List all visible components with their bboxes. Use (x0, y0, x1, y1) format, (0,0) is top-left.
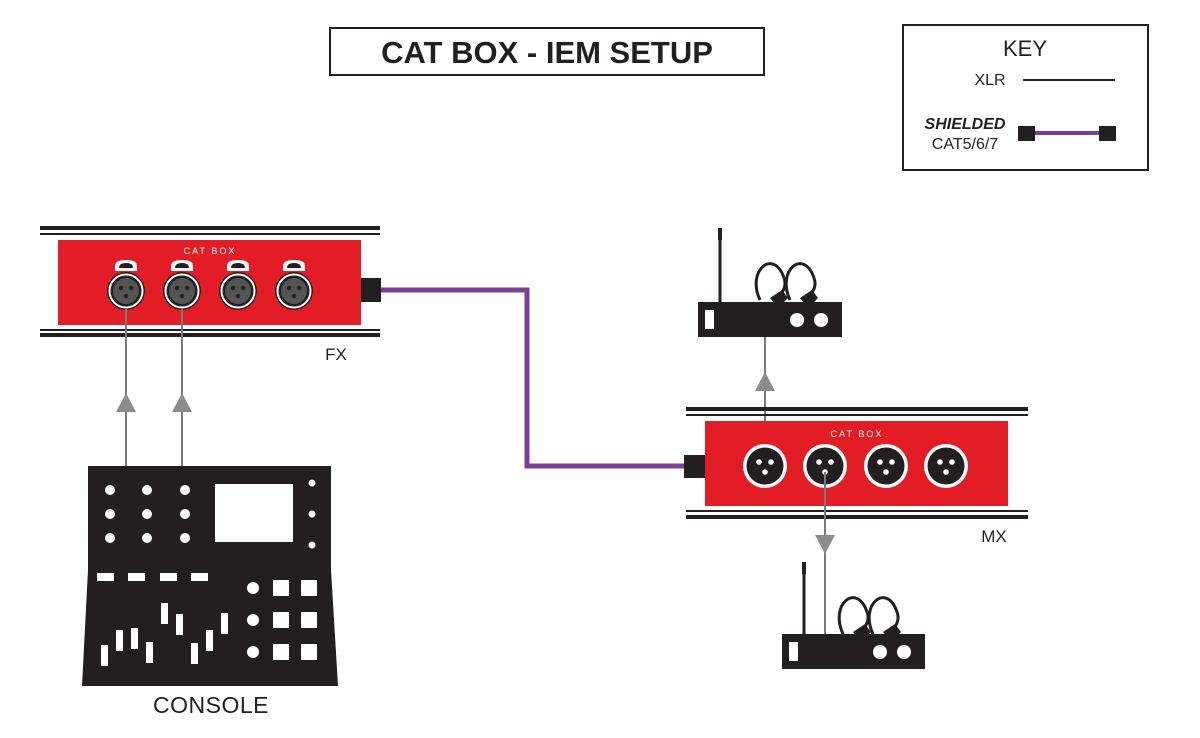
console-label: CONSOLE (153, 692, 269, 718)
fx-rail-top-2 (40, 233, 380, 235)
key-title: KEY (1003, 36, 1047, 61)
earphones-top (754, 262, 820, 310)
console-to-fx-xlr (116, 308, 192, 466)
fx-cat-port (361, 278, 381, 302)
console-knobs (105, 479, 316, 549)
transmitter-bottom-display (789, 642, 798, 661)
iem-transmitter-bottom (782, 562, 925, 669)
fx-rail-bottom-2 (40, 329, 380, 331)
console-faders (101, 603, 228, 666)
legend-key: KEY XLR SHIELDED CAT5/6/7 (902, 24, 1149, 171)
mx-cat-box: CAT BOX MX (684, 407, 1028, 546)
transmitter-bottom-knob-1 (873, 645, 887, 659)
mx-rail-top-2 (686, 414, 1028, 416)
mx-brand: CAT BOX (831, 429, 884, 439)
title-frame (329, 27, 765, 76)
cat-cable (380, 287, 686, 469)
arrow-up-1 (116, 393, 136, 412)
console-pads (247, 580, 317, 660)
fx-rail-top (40, 226, 380, 230)
mx-rail-bottom (686, 515, 1028, 519)
console-screen (215, 484, 293, 542)
mx-jack-1 (743, 444, 787, 488)
console-body (82, 466, 338, 686)
key-frame (902, 24, 1149, 171)
console: CONSOLE (82, 466, 338, 718)
mx-cat-port (684, 455, 705, 478)
title-box: CAT BOX - IEM SETUP (329, 27, 765, 76)
transmitter-top-knob-1 (790, 313, 804, 327)
antenna-bottom-tip (802, 562, 806, 574)
arrow-up-mx (755, 372, 775, 391)
arrow-down-mx (815, 535, 835, 554)
arrow-up-2 (172, 393, 192, 412)
antenna-top-tip (718, 228, 722, 240)
transmitter-top-knob-2 (814, 313, 828, 327)
transmitter-bottom-knob-2 (897, 645, 911, 659)
transmitter-top-display (705, 310, 714, 329)
mx-rail-bottom-2 (686, 510, 1028, 512)
iem-transmitter-top (698, 228, 842, 337)
fx-rail-bottom (40, 333, 380, 337)
key-cat-plug-left (1018, 126, 1035, 141)
key-shielded-label: SHIELDED (925, 116, 1006, 133)
mx-rail-top (686, 407, 1028, 411)
key-cat-plug-right (1099, 126, 1116, 141)
key-xlr-label: XLR (974, 72, 1005, 89)
fx-cat-box: CAT BOX FX (40, 226, 381, 364)
console-buttons-row (97, 573, 208, 581)
fx-brand: CAT BOX (184, 246, 237, 256)
key-cat-label: CAT5/6/7 (932, 136, 999, 153)
fx-label: FX (325, 345, 347, 364)
mx-jack-4 (924, 444, 968, 488)
mx-jack-3 (864, 444, 908, 488)
mx-label: MX (981, 527, 1007, 546)
diagram-title: CAT BOX - IEM SETUP (381, 35, 713, 70)
